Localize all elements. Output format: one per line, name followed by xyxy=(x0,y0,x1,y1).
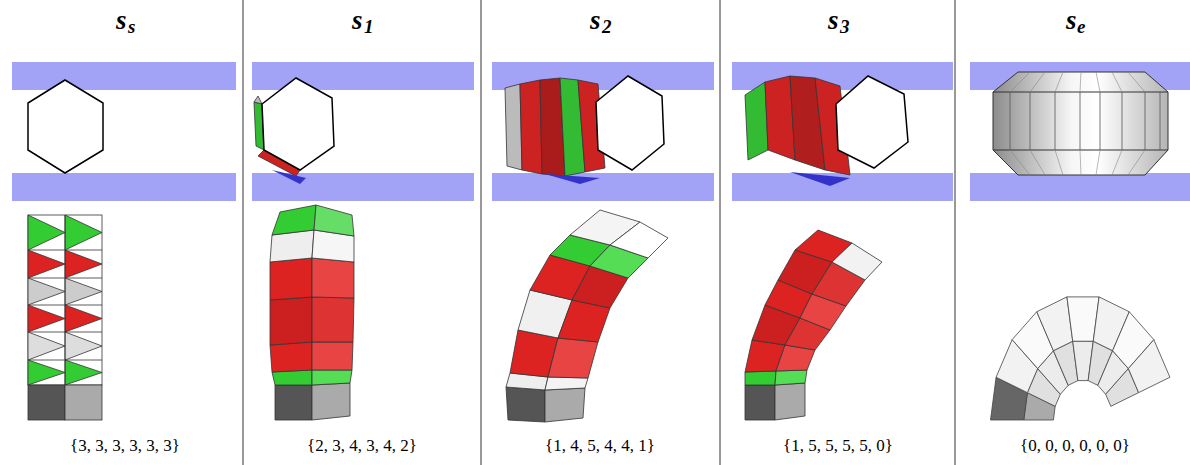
panel-separators xyxy=(243,0,955,465)
blue-strip xyxy=(790,172,850,186)
state-subscript: s xyxy=(128,17,135,38)
hexagon-folding xyxy=(254,78,334,184)
plates xyxy=(12,62,1190,201)
state-vector: {2, 3, 4, 3, 4, 2} xyxy=(307,437,417,456)
hexagon-folding xyxy=(745,76,908,186)
base-face xyxy=(506,387,545,422)
plate-band xyxy=(970,173,1190,201)
state-subscript: 1 xyxy=(364,17,374,38)
barrel-facets xyxy=(1010,72,1145,175)
barrel-edges xyxy=(993,92,1168,150)
grey-face xyxy=(28,332,65,360)
red-face xyxy=(270,258,312,300)
plate-band xyxy=(12,62,236,90)
blue-strip xyxy=(545,174,600,184)
base-face xyxy=(28,385,65,420)
blue-strip xyxy=(272,170,306,184)
white-face xyxy=(545,377,588,390)
separator-line xyxy=(243,0,244,465)
separator-line xyxy=(955,0,956,465)
red-face xyxy=(270,297,312,345)
state-subscript: e xyxy=(1077,17,1085,38)
state-vector: {1, 4, 5, 4, 4, 1} xyxy=(545,437,655,456)
green-face xyxy=(775,370,807,385)
plate-band xyxy=(492,173,714,201)
barrel-body xyxy=(993,72,1168,175)
white-face xyxy=(832,243,882,280)
base-face xyxy=(312,383,350,420)
red-strip xyxy=(520,80,542,174)
state-name: s xyxy=(828,6,839,36)
separator-line xyxy=(720,0,721,465)
base-face xyxy=(65,385,102,420)
red-face xyxy=(28,305,65,332)
strip-edges xyxy=(28,215,102,385)
unfolded-strip xyxy=(270,205,354,420)
grey-strip xyxy=(505,84,522,170)
state-name: s xyxy=(1066,6,1077,36)
green-face xyxy=(28,215,65,250)
hexagon-folding xyxy=(505,76,664,184)
unfolded-strip xyxy=(28,215,102,420)
red-face xyxy=(270,342,312,372)
state-name: s xyxy=(352,6,363,36)
barrel-facets xyxy=(1010,92,1160,150)
state-vector: {0, 0, 0, 0, 0, 0} xyxy=(1020,437,1130,456)
state-subscript: 3 xyxy=(840,17,850,38)
state-vector: {3, 3, 3, 3, 3, 3} xyxy=(70,437,180,456)
hexagon xyxy=(28,80,103,173)
hexagon xyxy=(262,78,334,170)
unfolded-strip xyxy=(506,210,668,422)
state-vector: {1, 5, 5, 5, 5, 0} xyxy=(783,437,893,456)
green-face xyxy=(745,371,776,385)
grey-face xyxy=(28,278,65,305)
green-face xyxy=(272,370,312,385)
green-face xyxy=(312,370,352,385)
green-face xyxy=(65,360,102,385)
base-face xyxy=(275,385,312,420)
strip-body xyxy=(28,215,102,385)
base-face xyxy=(775,383,805,420)
green-face xyxy=(272,205,316,235)
grey-strip xyxy=(254,96,262,104)
plate-band xyxy=(252,173,474,201)
red-face xyxy=(548,338,598,378)
separator-line xyxy=(481,0,482,465)
base-face xyxy=(545,388,585,422)
green-face xyxy=(314,205,354,236)
grey-face xyxy=(65,332,102,360)
green-strip xyxy=(745,82,768,160)
base-face xyxy=(745,385,775,420)
red-face xyxy=(312,342,353,370)
red-face xyxy=(28,250,65,278)
white-face xyxy=(610,222,668,258)
red-face xyxy=(312,297,354,342)
state-name: s xyxy=(590,6,601,36)
unfolded-strip xyxy=(745,230,882,420)
hexagon xyxy=(836,76,908,168)
grey-face xyxy=(65,278,102,305)
folded-fan xyxy=(991,289,1175,420)
green-face xyxy=(28,360,65,385)
plate-band xyxy=(12,173,236,201)
red-face xyxy=(65,305,102,332)
red-face xyxy=(312,258,354,298)
red-face xyxy=(65,250,102,278)
plate-band xyxy=(732,173,953,201)
state-name: s xyxy=(116,6,127,36)
state-subscript: 2 xyxy=(602,17,612,38)
fan-face xyxy=(1126,340,1175,405)
hexagon xyxy=(596,76,664,170)
barrel xyxy=(993,72,1168,175)
green-face xyxy=(65,215,102,250)
